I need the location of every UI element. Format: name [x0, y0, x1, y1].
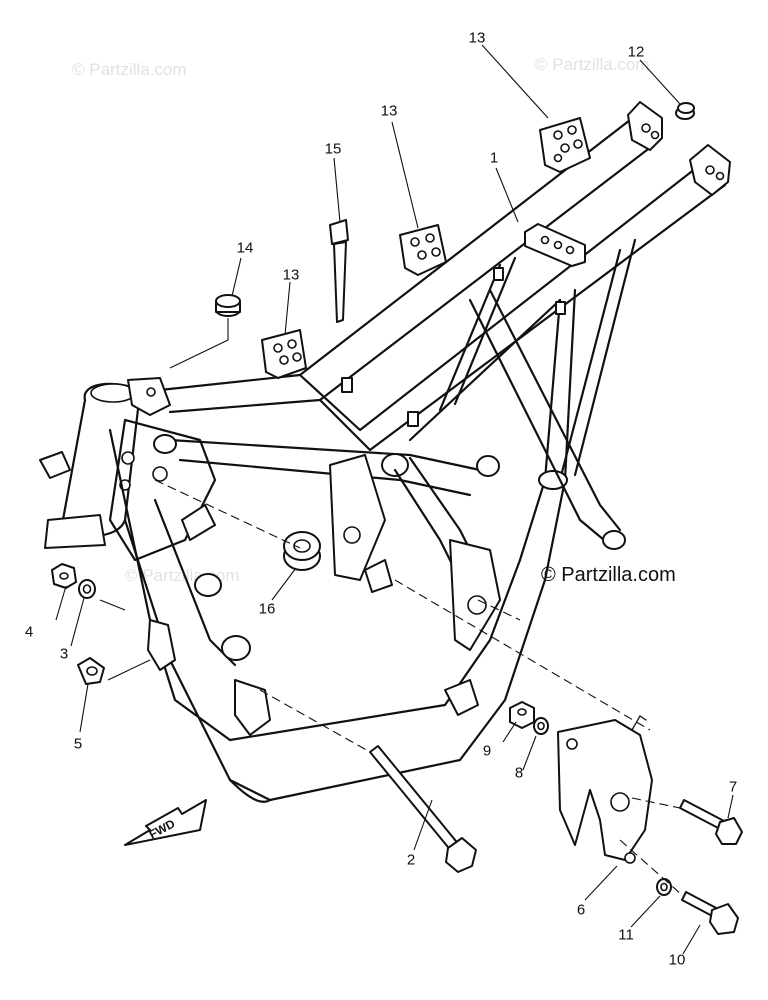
washer-3	[78, 579, 96, 599]
callout-15: 15	[324, 140, 342, 158]
callout-5: 5	[73, 735, 83, 753]
callout-12: 12	[627, 43, 645, 61]
callout-leaders	[55, 44, 734, 955]
bracket-13-middle	[399, 224, 447, 276]
watermark: © Partzilla.com	[535, 55, 650, 74]
nut-9	[509, 701, 535, 729]
callout-13-left: 13	[282, 266, 300, 284]
bracket-6	[557, 715, 653, 864]
callout-9: 9	[482, 742, 492, 760]
bolt-2	[369, 745, 477, 873]
grommet-14	[215, 294, 241, 317]
frame-body	[39, 101, 731, 803]
callout-13-top: 13	[468, 29, 486, 47]
bolt-7	[679, 799, 743, 845]
callout-4: 4	[24, 623, 34, 641]
damper-16	[283, 531, 321, 571]
watermark: © Partzilla.com	[72, 60, 187, 79]
bracket-13-top	[539, 117, 591, 173]
washer-8	[533, 717, 549, 735]
callout-10: 10	[668, 951, 686, 969]
callout-7: 7	[728, 778, 738, 796]
cap-12	[675, 102, 695, 120]
washer-11	[656, 878, 672, 896]
nut-4	[51, 563, 77, 589]
callout-1: 1	[489, 149, 499, 167]
callout-3: 3	[59, 645, 69, 663]
callout-11: 11	[618, 926, 634, 944]
callout-16: 16	[258, 600, 276, 618]
strap-15	[329, 219, 349, 323]
callout-8: 8	[514, 764, 524, 782]
fwd-arrow-icon	[124, 799, 207, 846]
partzilla-credit: © Partzilla.com	[541, 564, 676, 586]
callout-13-middle: 13	[380, 102, 398, 120]
bolt-10	[681, 891, 739, 935]
bracket-13-left	[261, 329, 307, 379]
callout-6: 6	[576, 901, 586, 919]
callout-2: 2	[406, 851, 416, 869]
callout-14: 14	[236, 239, 254, 257]
bolt-5	[77, 657, 105, 685]
assembly-lines	[99, 318, 683, 896]
